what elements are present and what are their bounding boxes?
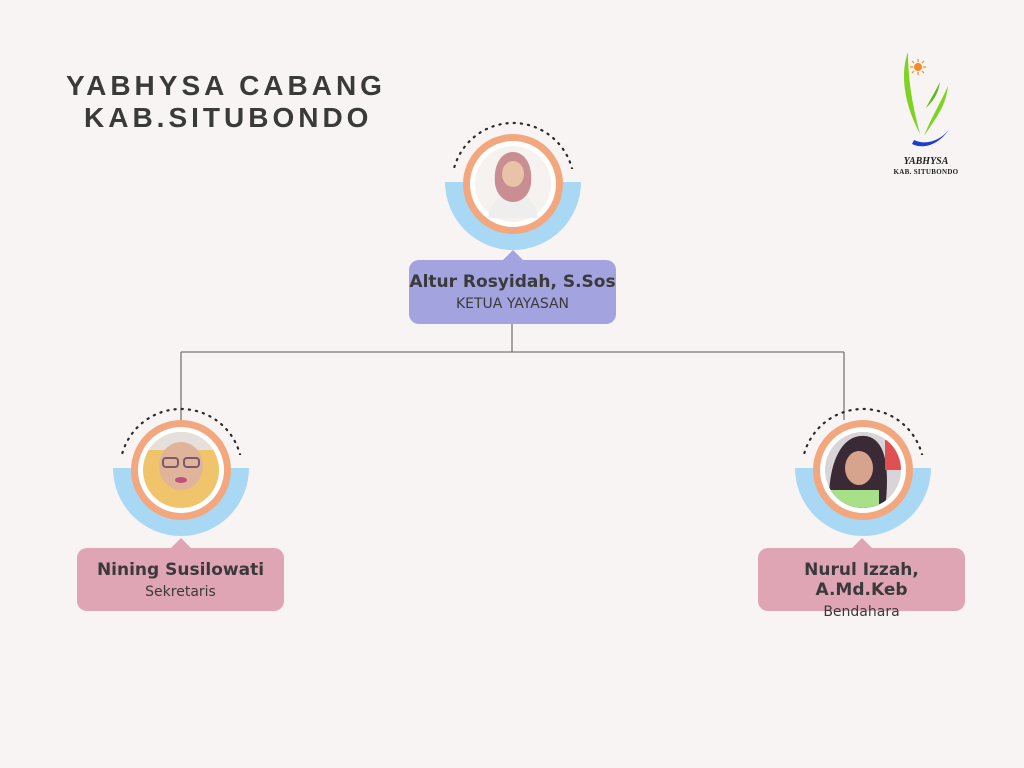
avatar-treasurer bbox=[793, 400, 933, 540]
card-chair: Altur Rosyidah, S.Sos KETUA YAYASAN bbox=[409, 250, 616, 324]
yabhysa-logo-icon bbox=[904, 52, 950, 147]
chair-name: Altur Rosyidah, S.Sos bbox=[409, 272, 616, 292]
secretary-role: Sekretaris bbox=[145, 584, 216, 600]
page-title: YABHYSA CABANG KAB.SITUBONDO bbox=[66, 70, 386, 134]
chair-role: KETUA YAYASAN bbox=[455, 296, 570, 312]
card-secretary: Nining Susilowati Sekretaris bbox=[77, 538, 284, 611]
treasurer-name: Nurul Izzah, A.Md.Keb bbox=[804, 560, 919, 600]
title-line-2: KAB.SITUBONDO bbox=[84, 102, 373, 133]
avatar-secretary bbox=[111, 400, 251, 540]
title-line-1: YABHYSA CABANG bbox=[66, 70, 386, 101]
card-treasurer: Nurul Izzah, A.Md.Keb Bendahara bbox=[758, 538, 965, 620]
treasurer-role: Bendahara bbox=[823, 604, 900, 620]
logo-subtitle: KAB. SITUBONDO bbox=[893, 168, 959, 176]
logo-name: YABHYSA bbox=[903, 156, 949, 167]
avatar-chair bbox=[443, 114, 583, 254]
secretary-name: Nining Susilowati bbox=[96, 560, 265, 580]
